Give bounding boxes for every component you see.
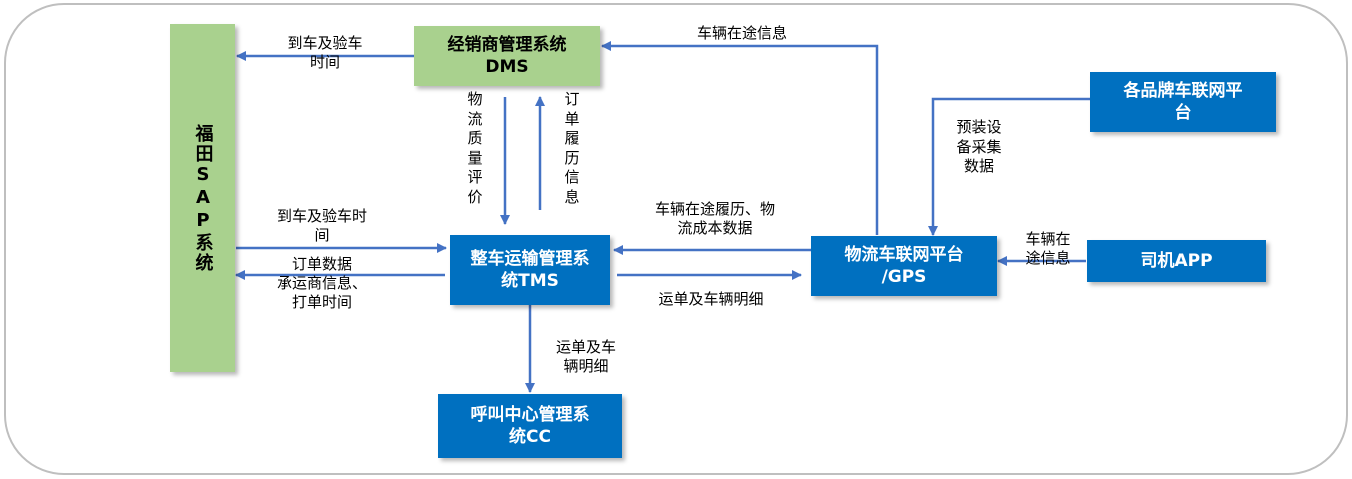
label-tms-to-gps: 运单及车辆明细 [658,290,764,308]
driver-app-node: 司机APP [1087,240,1266,282]
label-dms-to-sap: 到车及验车 时间 [287,34,363,71]
tms-label-line2: 统TMS [501,271,559,291]
sap-system-label: 福田SAP系统 [192,123,214,273]
label-tms-to-cc: 运单及车 辆明细 [555,338,616,375]
label-brand-to-gps: 预装设备采集数据 [956,118,1002,175]
cc-label-line1: 呼叫中心管理系 [470,405,590,425]
label-gps-to-tms: 车辆在途履历、物 流成本数据 [654,200,775,237]
label-tms-to-sap: 订单数据 承运商信息、 打单时间 [276,255,367,311]
gps-label-line1: 物流车联网平台 [844,245,964,265]
label-gps-to-dms: 车辆在途信息 [696,24,787,42]
gps-label-line2: /GPS [881,267,927,287]
brand-telematics-node: 各品牌车联网平 台 [1090,72,1276,132]
cc-node: 呼叫中心管理系 统CC [438,394,622,458]
label-dms-to-tms: 物流质量评价 [467,90,483,206]
arrow-brand-to-gps [928,97,1090,236]
dms-node: 经销商管理系统 DMS [414,26,600,86]
brand-label-line1: 各品牌车联网平 [1123,81,1243,101]
dms-label-line2: DMS [485,57,529,77]
tms-label-line1: 整车运输管理系 [470,249,590,269]
arrow-gps-to-dms [601,41,879,235]
dms-label-line1: 经销商管理系统 [447,35,567,55]
cc-label-line2: 统CC [509,427,551,447]
tms-node: 整车运输管理系 统TMS [450,235,610,305]
driver-app-label: 司机APP [1140,251,1213,271]
label-sap-to-tms: 到车及验车时 间 [276,207,367,244]
label-tms-to-dms: 订单履历信息 [564,90,580,206]
brand-label-line2: 台 [1174,103,1192,123]
sap-system-node: 福田SAP系统 [170,24,235,372]
gps-node: 物流车联网平台 /GPS [811,236,997,296]
label-app-to-gps: 车辆在 途信息 [1025,230,1071,267]
